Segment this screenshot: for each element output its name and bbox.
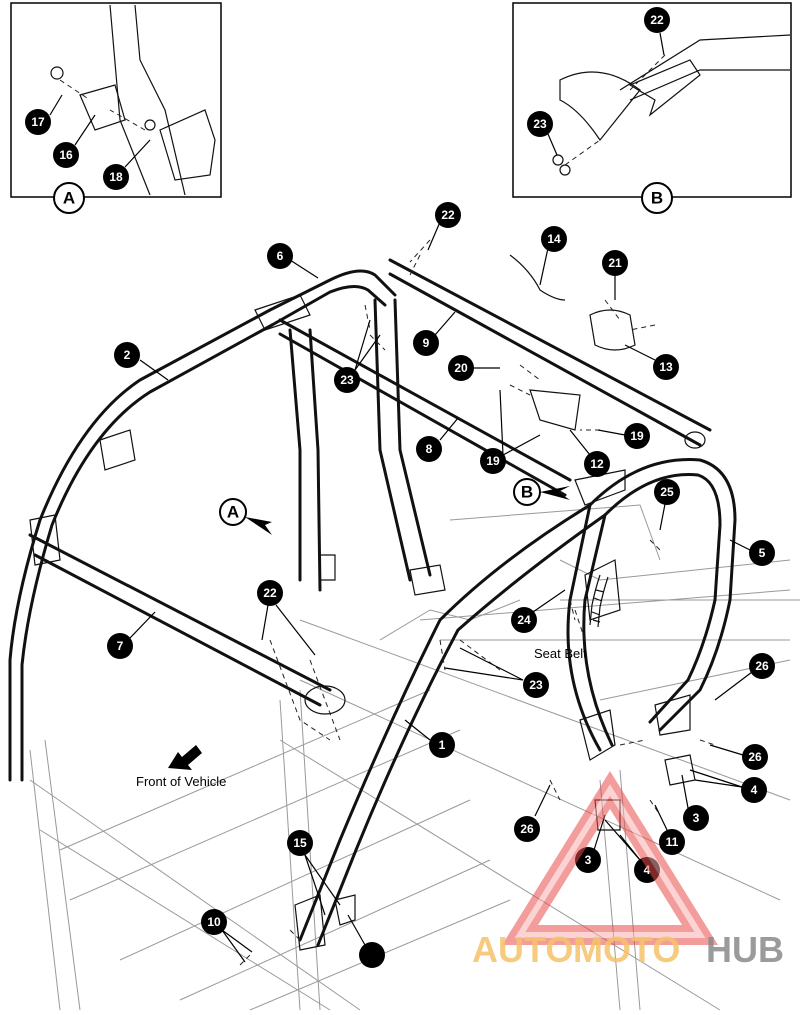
inset-a-letter: A <box>53 182 85 214</box>
callout-3-right: 3 <box>683 805 709 831</box>
inset-b-callout-23: 23 <box>527 111 553 137</box>
callout-21: 21 <box>602 250 628 276</box>
svg-text:A: A <box>63 189 75 208</box>
inset-b-panel <box>512 2 792 198</box>
svg-text:26: 26 <box>748 750 762 764</box>
callout-25: 25 <box>654 479 680 505</box>
svg-text:B: B <box>521 483 533 502</box>
svg-text:15: 15 <box>293 836 307 850</box>
callout-26-bottom: 11 <box>659 829 685 855</box>
svg-text:8: 8 <box>426 442 433 456</box>
svg-text:HUB: HUB <box>706 929 784 970</box>
svg-text:19: 19 <box>486 454 500 468</box>
inset-a-callout-16: 16 <box>53 142 79 168</box>
svg-text:13: 13 <box>659 360 673 374</box>
svg-text:2: 2 <box>124 348 131 362</box>
inset-a-callout-17: 17 <box>25 109 51 135</box>
svg-text:16: 16 <box>59 148 73 162</box>
inset-b-letter: B <box>641 182 673 214</box>
view-marker-a: A <box>219 498 247 526</box>
svg-text:23: 23 <box>533 117 547 131</box>
svg-text:20: 20 <box>454 361 468 375</box>
callout-5: 5 <box>749 540 775 566</box>
callout-6: 6 <box>267 243 293 269</box>
svg-text:5: 5 <box>759 546 766 560</box>
callout-9: 9 <box>413 330 439 356</box>
callout-12: 12 <box>584 451 610 477</box>
svg-text:3: 3 <box>693 811 700 825</box>
svg-text:23: 23 <box>529 678 543 692</box>
svg-text:22: 22 <box>263 586 277 600</box>
callout-26-top: 26 <box>749 653 775 679</box>
svg-text:26: 26 <box>755 659 769 673</box>
inset-a-callout-18: 18 <box>103 164 129 190</box>
svg-text:22: 22 <box>650 13 664 27</box>
seat-belt-label: Seat Belt <box>534 646 587 661</box>
callout-7: 7 <box>107 633 133 659</box>
callout-4-right: 4 <box>741 777 767 803</box>
svg-text:17: 17 <box>31 115 45 129</box>
roll-cage <box>8 258 737 947</box>
svg-text:7: 7 <box>117 639 124 653</box>
svg-text:25: 25 <box>660 485 674 499</box>
svg-text:26: 26 <box>520 822 534 836</box>
svg-text:MOTO: MOTO <box>573 929 680 970</box>
svg-text:4: 4 <box>751 783 758 797</box>
seat-belt <box>589 574 609 628</box>
watermark-logo <box>502 771 718 945</box>
callout-2: 2 <box>114 342 140 368</box>
callout-26-left: 26 <box>514 816 540 842</box>
callout-23-lower: 23 <box>523 672 549 698</box>
svg-text:22: 22 <box>441 208 455 222</box>
callout-22-mid: 22 <box>257 580 283 606</box>
view-marker-b: B <box>513 478 541 506</box>
svg-text:A: A <box>227 503 239 522</box>
callout-24: 24 <box>511 607 537 633</box>
callout-11: 15 <box>287 830 313 856</box>
svg-text:14: 14 <box>547 232 561 246</box>
svg-text:B: B <box>651 189 663 208</box>
svg-text:3: 3 <box>585 853 592 867</box>
svg-text:9: 9 <box>423 336 430 350</box>
svg-text:21: 21 <box>608 256 622 270</box>
callout-19-right: 19 <box>624 423 650 449</box>
svg-text:11: 11 <box>666 835 679 849</box>
front-of-vehicle-label: Front of Vehicle <box>136 774 226 789</box>
callout-13: 13 <box>653 354 679 380</box>
svg-text:6: 6 <box>277 249 284 263</box>
callout-14: 14 <box>541 226 567 252</box>
svg-text:AUTO: AUTO <box>472 929 573 970</box>
svg-text:19: 19 <box>630 429 644 443</box>
svg-text:24: 24 <box>517 613 531 627</box>
callout-26-right: 26 <box>742 744 768 770</box>
main-callouts: 6 22 14 21 2 9 13 20 23 8 19 19 12 25 5 <box>107 202 775 968</box>
callout-19-left: 19 <box>480 448 506 474</box>
assembly-lines <box>239 239 716 966</box>
svg-text:4: 4 <box>644 863 651 877</box>
svg-text:1: 1 <box>439 738 446 752</box>
svg-text:10: 10 <box>207 915 221 929</box>
callout-15: 10 <box>201 909 227 935</box>
inset-b-callout-22: 22 <box>644 7 670 33</box>
callout-10 <box>359 942 385 968</box>
vehicle-frame <box>29 504 800 1011</box>
svg-text:12: 12 <box>590 457 604 471</box>
callout-23-upper: 23 <box>334 367 360 393</box>
callout-8: 8 <box>416 436 442 462</box>
svg-text:23: 23 <box>340 373 354 387</box>
callout-1: 1 <box>429 732 455 758</box>
svg-text:18: 18 <box>109 170 123 184</box>
callout-22-top: 22 <box>435 202 461 228</box>
callout-20: 20 <box>448 355 474 381</box>
front-arrow-icon <box>168 745 202 770</box>
watermark-text: AUTO MOTO HUB <box>472 929 784 970</box>
